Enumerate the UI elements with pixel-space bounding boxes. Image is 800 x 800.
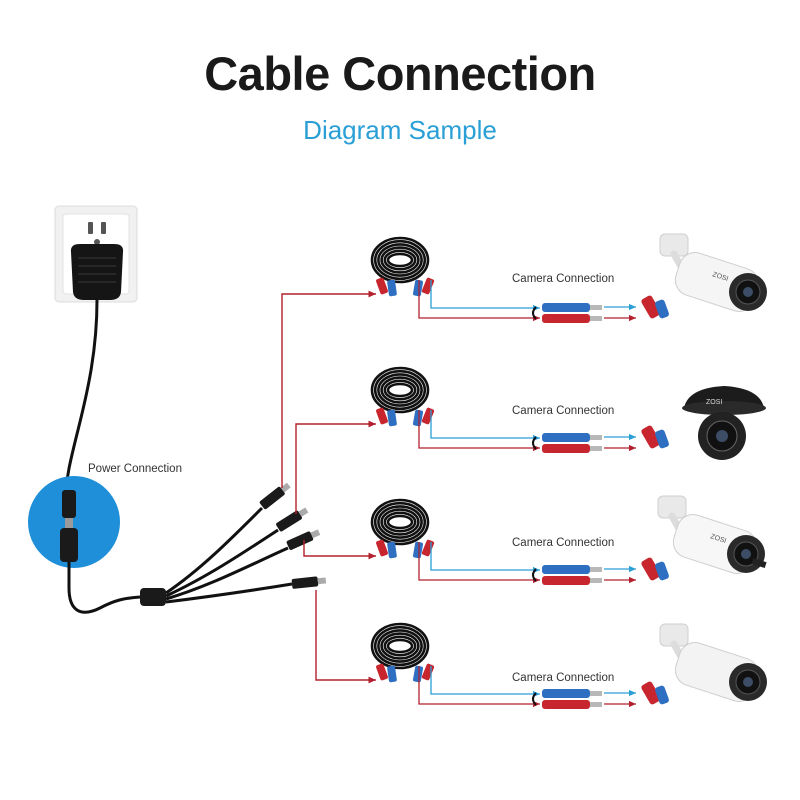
bullet-camera-1-icon: ZOSI bbox=[659, 233, 767, 312]
bullet-camera-3-icon: ZOSI bbox=[657, 495, 767, 574]
power-arrows bbox=[281, 290, 376, 684]
camera-connection-label-2: Camera Connection bbox=[512, 405, 615, 417]
power-arrow-in bbox=[418, 542, 540, 584]
camera-connection-label-1: Camera Connection bbox=[512, 273, 615, 285]
video-arrow-in bbox=[430, 666, 540, 698]
video-arrow-in bbox=[430, 280, 540, 312]
camera-power-plug-icon bbox=[641, 681, 661, 705]
video-arrow-in bbox=[430, 410, 540, 442]
power-arrow-in bbox=[418, 666, 540, 708]
camera-brand-label: ZOSI bbox=[706, 399, 722, 406]
camera-video-plug-icon bbox=[655, 299, 669, 319]
video-arrow-in bbox=[430, 542, 540, 574]
connector-pair-icon bbox=[532, 433, 602, 453]
power-arrow-4 bbox=[315, 590, 376, 684]
camera-connection-label-4: Camera Connection bbox=[512, 672, 615, 684]
connector-pair-icon bbox=[532, 689, 602, 709]
power-splitter-icon bbox=[140, 482, 327, 606]
power-connection-label: Power Connection bbox=[88, 463, 182, 475]
camera-video-plug-icon bbox=[655, 561, 669, 581]
power-arrow-in bbox=[418, 280, 540, 322]
page-subtitle: Diagram Sample bbox=[303, 115, 497, 145]
camera-power-plug-icon bbox=[641, 557, 661, 581]
power-arrow-1 bbox=[281, 290, 376, 488]
camera-power-plug-icon bbox=[641, 295, 661, 319]
bnc-cable-coil-icon bbox=[370, 366, 435, 427]
camera-brand-label: ZOSI bbox=[711, 271, 729, 283]
camera-power-plug-icon bbox=[641, 425, 661, 449]
camera-brand-label: ZOSI bbox=[709, 533, 727, 545]
connector-pair-icon bbox=[532, 303, 602, 323]
bnc-cable-coil-icon bbox=[370, 498, 435, 559]
bullet-camera-4-icon bbox=[659, 623, 767, 702]
power-connection-highlight bbox=[28, 476, 120, 568]
splitter-input-cable bbox=[67, 587, 141, 614]
page-title: Cable Connection bbox=[204, 47, 596, 100]
dc-plug-connector-icon bbox=[60, 490, 78, 588]
power-adapter-icon bbox=[70, 244, 124, 300]
camera-video-plug-icon bbox=[655, 429, 669, 449]
connector-pair-icon bbox=[532, 565, 602, 585]
bnc-cable-coil-icon bbox=[370, 622, 435, 683]
bnc-cable-coil-icon bbox=[370, 236, 435, 297]
dome-camera-icon: ZOSI bbox=[682, 386, 766, 460]
camera-connection-label-3: Camera Connection bbox=[512, 537, 615, 549]
power-arrow-in bbox=[418, 410, 540, 452]
camera-video-plug-icon bbox=[655, 685, 669, 705]
power-arrow-3 bbox=[303, 540, 376, 560]
power-arrow-2 bbox=[295, 420, 376, 514]
